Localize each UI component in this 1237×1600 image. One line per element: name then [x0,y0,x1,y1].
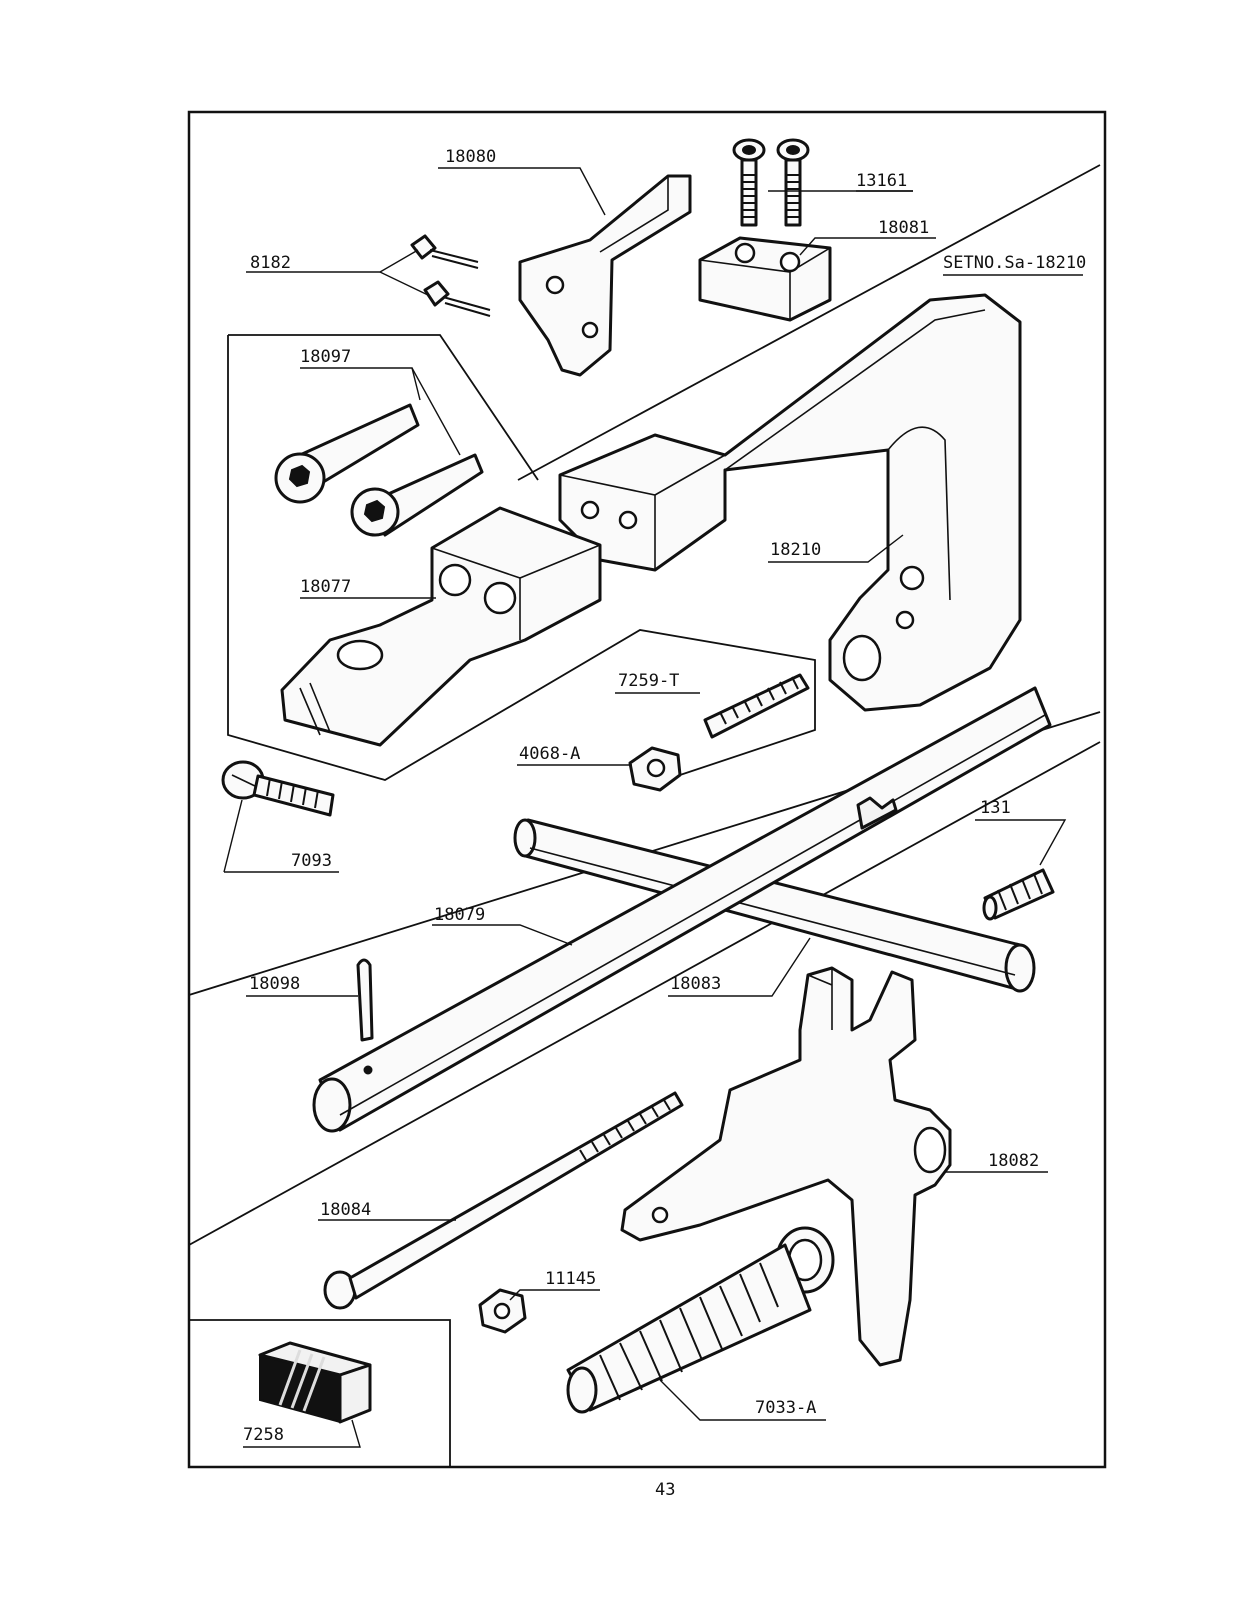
part-label-8182: 8182 [250,253,291,273]
svg-text:18077: 18077 [300,577,351,597]
part-label-7258: 7258 [243,1425,284,1445]
part-label-18084: 18084 [320,1200,371,1220]
set-number-label: SETNO.Sa-18210 [943,253,1086,276]
shaft-18079-drawing [312,686,1052,1133]
page-number: 43 [655,1480,675,1500]
fork-casting-18082-drawing [620,966,952,1367]
c-frame-18210-drawing [558,293,1022,712]
felt-block-7258-drawing [258,1341,372,1424]
svg-text:18083: 18083 [670,974,721,994]
svg-text:SETNO.Sa-18210: SETNO.Sa-18210 [943,253,1086,273]
spring-7033a-drawing [566,1226,835,1414]
part-label-18080: 18080 [445,147,496,167]
svg-text:13161: 13161 [856,171,907,191]
nut-11145-drawing [478,1288,527,1334]
svg-text:18082: 18082 [988,1151,1039,1171]
part-label-7259t: 7259-T [618,671,679,691]
svg-text:7259-T: 7259-T [618,671,679,691]
bracket-plate-18080-drawing [518,174,692,377]
part-label-11145: 11145 [545,1269,596,1289]
svg-text:7258: 7258 [243,1425,284,1445]
cross-rod-18083-drawing [513,818,1036,993]
stud-7259t-drawing [703,673,810,739]
svg-text:18084: 18084 [320,1200,371,1220]
part-label-7033a: 7033-A [755,1398,816,1418]
set-screw-131-drawing [982,868,1055,921]
pin-18098-drawing [356,958,374,1042]
leader-lines [223,167,1067,1448]
part-label-18098: 18098 [249,974,300,994]
svg-text:7093: 7093 [291,851,332,871]
socket-screws-18097-drawing [274,403,484,537]
svg-text:7033-A: 7033-A [755,1398,816,1418]
svg-text:11145: 11145 [545,1269,596,1289]
part-label-18079: 18079 [434,905,485,925]
part-label-18082: 18082 [988,1151,1039,1171]
part-label-18097: 18097 [300,347,351,367]
diagram-frame [187,110,1107,1469]
screw-7093-drawing [221,760,335,817]
svg-text:18097: 18097 [300,347,351,367]
screws-8182-drawing [410,234,491,317]
svg-text:4068-A: 4068-A [519,744,580,764]
part-label-18077: 18077 [300,577,351,597]
part-label-7093: 7093 [291,851,332,871]
nut-4068a-drawing [628,746,682,792]
part-label-18083: 18083 [670,974,721,994]
part-label-13161: 13161 [856,171,913,192]
svg-text:18210: 18210 [770,540,821,560]
part-label-18210: 18210 [770,540,821,560]
arm-18077-drawing [280,506,602,747]
part-label-4068a: 4068-A [519,744,580,764]
block-18081-drawing [698,236,832,322]
svg-text:18079: 18079 [434,905,485,925]
svg-text:18081: 18081 [878,218,929,238]
svg-text:18098: 18098 [249,974,300,994]
part-label-131: 131 [980,798,1011,818]
svg-text:18080: 18080 [445,147,496,167]
svg-text:8182: 8182 [250,253,291,273]
svg-text:131: 131 [980,798,1011,818]
cap-screws-13161-drawing [732,138,810,227]
part-label-18081: 18081 [878,218,929,238]
long-screw-18084-drawing [323,1091,684,1310]
